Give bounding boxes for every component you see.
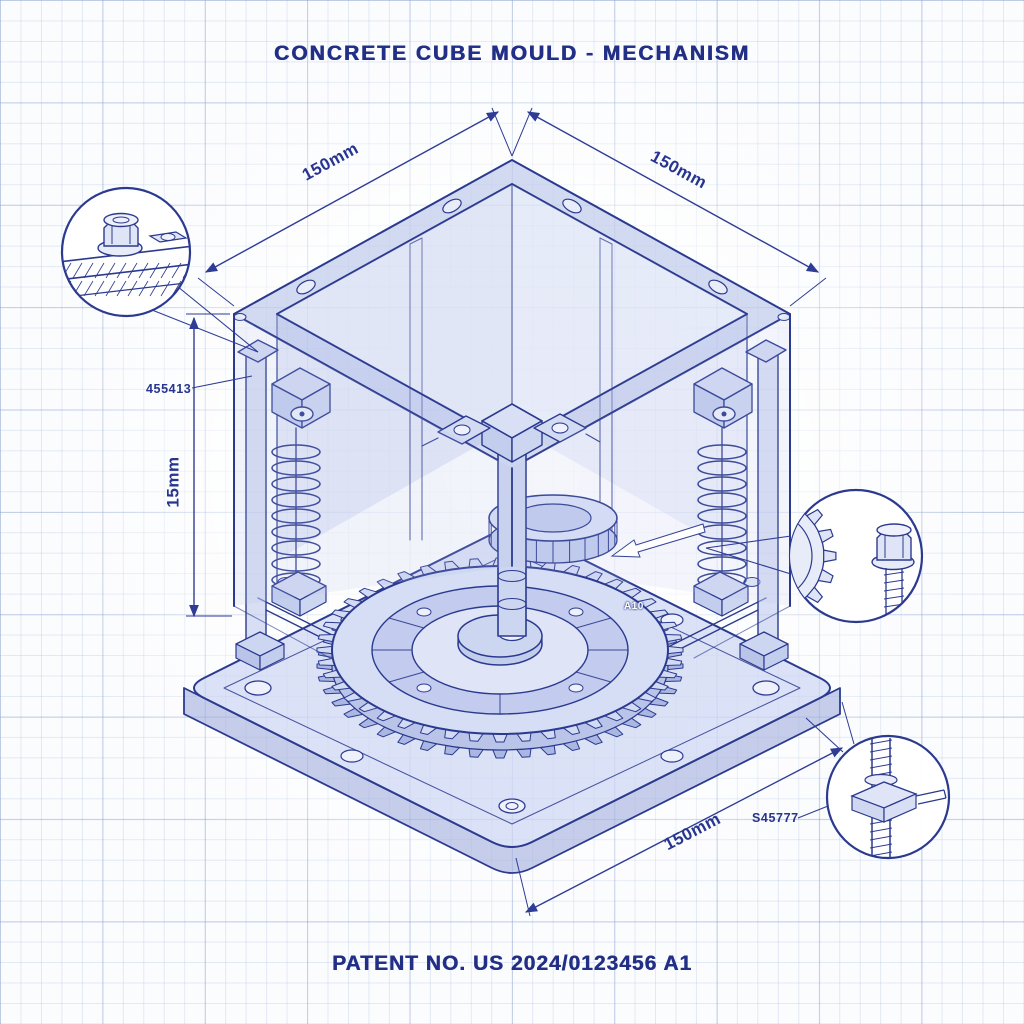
dimension-lines: [186, 107, 855, 917]
detail-circle-bolt: [60, 186, 192, 318]
part-number-left: 455413: [146, 382, 192, 396]
spring-assembly-right: [693, 367, 753, 617]
leader-lines: [151, 281, 844, 819]
white-callout-arrow: [610, 523, 706, 558]
corner-columns: [235, 339, 789, 671]
callout-arrow-tag: A10: [624, 601, 644, 612]
part-number-bottom-right: S45777: [752, 811, 799, 825]
front-walls: [233, 313, 791, 659]
spring-assembly-left: [271, 367, 331, 617]
detail-thread-ticks: [883, 571, 905, 608]
inner-cavity: [276, 183, 748, 589]
spring-coil-right: [697, 444, 747, 588]
detail-circle-gear: [788, 488, 924, 624]
mould-assembly: [183, 159, 841, 874]
ring-gear: [316, 557, 684, 759]
dimension-height-left: 15mm: [163, 456, 183, 508]
spring-coil-left: [271, 444, 321, 588]
drawing-title: CONCRETE CUBE MOULD - MECHANISM: [273, 42, 751, 65]
patent-number: PATENT NO. US 2024/0123456 A1: [331, 952, 693, 975]
detail-circle-rod: [825, 734, 951, 860]
